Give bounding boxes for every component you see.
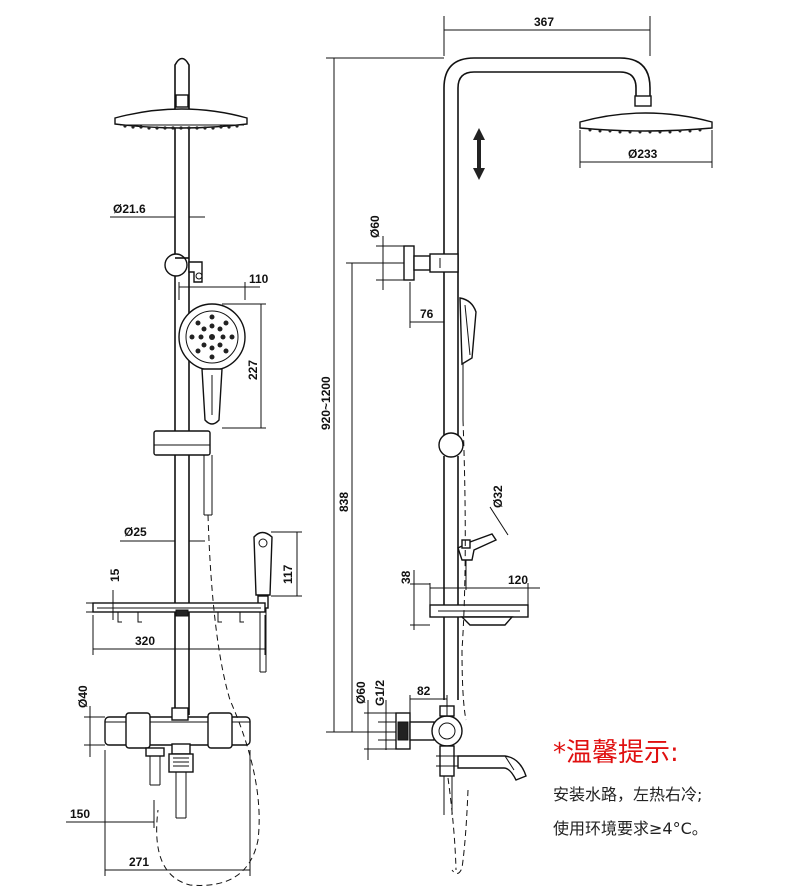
dim-bar-dia: Ø25: [124, 525, 147, 539]
dim-head-dia: Ø233: [628, 147, 658, 161]
dim-shelf-width: 320: [135, 634, 155, 648]
height-adjust-arrow-icon: [473, 128, 485, 180]
note-line-2: 使用环境要求≥4°C。: [553, 819, 708, 838]
front-view: Ø21.6 110: [66, 57, 302, 886]
dim-thread: G1/2: [373, 680, 387, 706]
overhead-shower-head-front: [114, 108, 248, 130]
dim-holder-dia: Ø60: [368, 215, 382, 238]
note-title: *温馨提示:: [553, 738, 679, 768]
dim-head-pipe-dia: Ø21.6: [113, 202, 146, 216]
dim-hand-shower-height: 227: [246, 360, 260, 380]
hand-shower-front: [178, 303, 246, 425]
dim-shelf-depth: 120: [508, 573, 528, 587]
dim-hand-shower-width: 110: [249, 272, 269, 286]
bidet-sprayer-front: [253, 531, 273, 673]
note-line-1: 安装水路，左热右冷;: [553, 785, 703, 804]
dim-shelf-thickness: 38: [399, 570, 413, 584]
shelf-front: [92, 602, 266, 623]
dim-outlet-offset: 150: [70, 807, 90, 821]
dim-mixer-dia: Ø40: [76, 685, 90, 708]
dim-shelf-height: 15: [108, 568, 122, 582]
bidet-sprayer-side: [457, 533, 498, 590]
overhead-shower-head-side: [579, 112, 713, 134]
wall-holder-side: [403, 245, 459, 281]
dim-arm-reach: 367: [534, 15, 554, 29]
thermostatic-mixer-front: [104, 707, 251, 819]
dim-holder-depth: 76: [420, 307, 434, 321]
hand-shower-side: [459, 297, 477, 420]
installation-note: *温馨提示: 安装水路，左热右冷; 使用环境要求≥4°C。: [553, 738, 783, 846]
wall-connector-side: [395, 705, 527, 815]
dim-connector-depth: 82: [417, 684, 431, 698]
dim-total-height: 920~1200: [319, 376, 333, 430]
shelf-side: [429, 604, 529, 626]
side-view: 367 Ø233 Ø60 76: [319, 15, 713, 874]
dim-bracket-height: 838: [337, 492, 351, 512]
dim-bidet-dia: Ø32: [491, 485, 505, 508]
dim-bidet-height: 117: [281, 564, 295, 584]
dim-mixer-depth: 271: [129, 855, 149, 869]
dim-wall-plate-dia: Ø60: [354, 681, 368, 704]
